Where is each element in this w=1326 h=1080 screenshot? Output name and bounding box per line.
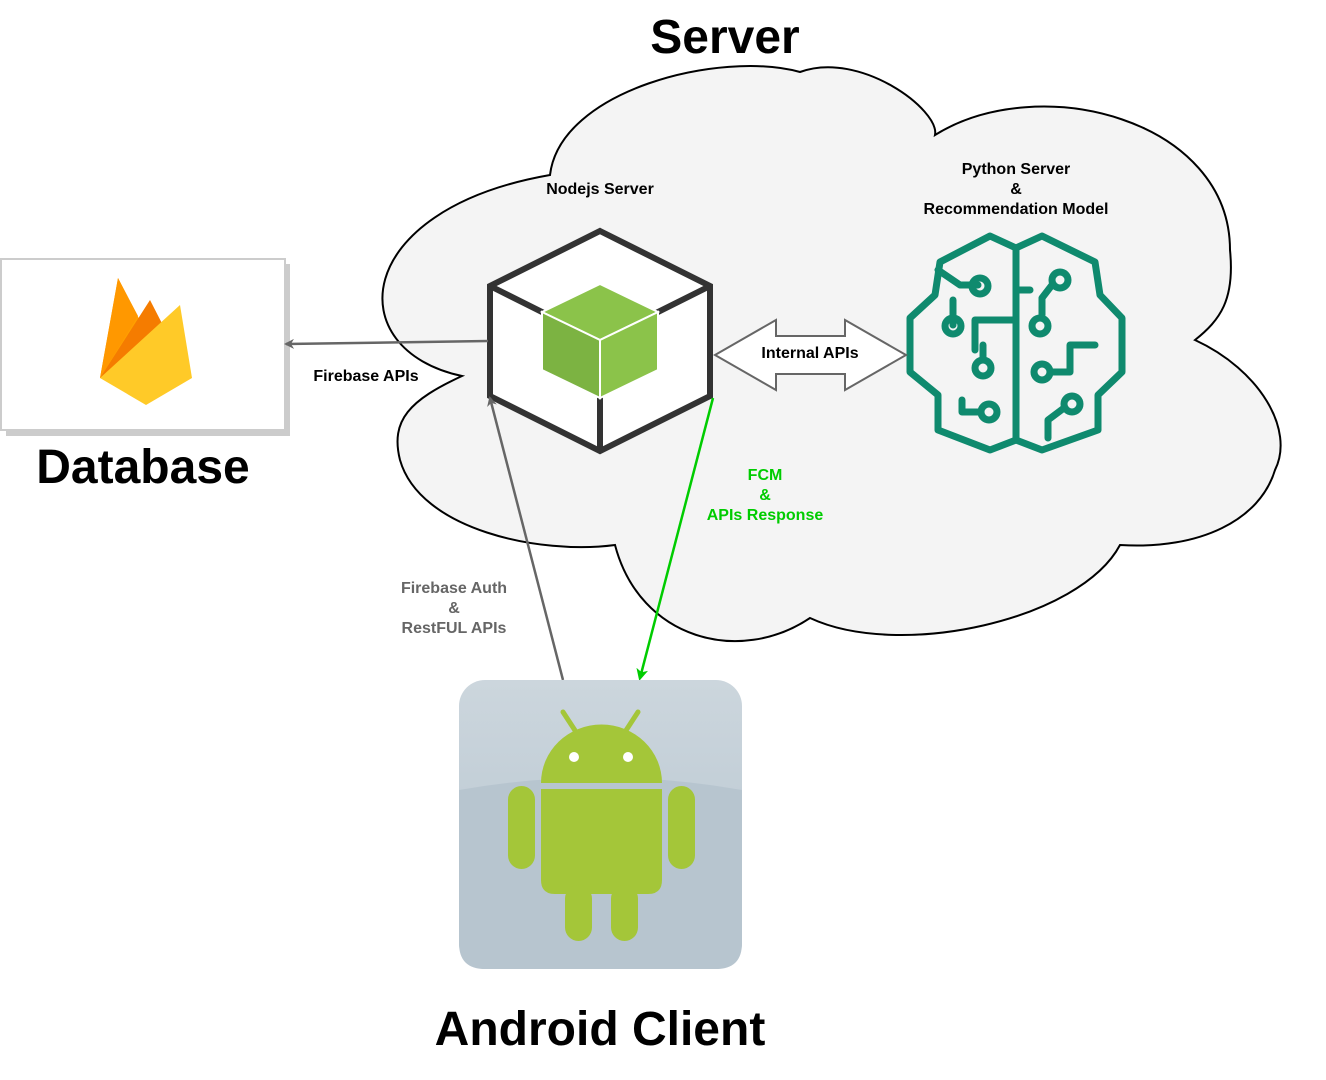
python-label-line1: Python Server [961,161,1071,178]
android-robot-icon [459,680,742,969]
firebase-apis-arrow [284,338,489,349]
server-to-client-arrow [636,397,715,681]
python-label-line2: & [1010,181,1022,198]
fcm-label-line3: APIs Response [706,507,824,524]
firebase-apis-label: Firebase APIs [313,368,419,385]
nodejs-cube-icon [487,227,713,455]
auth-label-line1: Firebase Auth [400,580,508,597]
android-client-title: Android Client [434,1003,766,1056]
fcm-label: FCM & APIs Response [690,466,840,526]
auth-label-line2: & [448,600,460,617]
fcm-label-line2: & [759,487,771,504]
auth-label-line3: RestFUL APIs [401,620,507,637]
server-title: Server [650,11,800,64]
internal-apis-arrow [712,318,909,392]
python-server-label: Python Server & Recommendation Model [896,160,1136,220]
nodejs-server-label: Nodejs Server [546,181,654,198]
internal-apis-label: Internal APIs [761,345,859,362]
python-label-line3: Recommendation Model [923,201,1109,218]
client-to-server-arrow [487,396,565,681]
firebase-auth-label: Firebase Auth & RestFUL APIs [379,579,529,639]
firebase-flame-icon [100,278,192,405]
database-title: Database [36,441,250,494]
ai-brain-icon [906,232,1126,454]
fcm-label-line1: FCM [747,467,783,484]
